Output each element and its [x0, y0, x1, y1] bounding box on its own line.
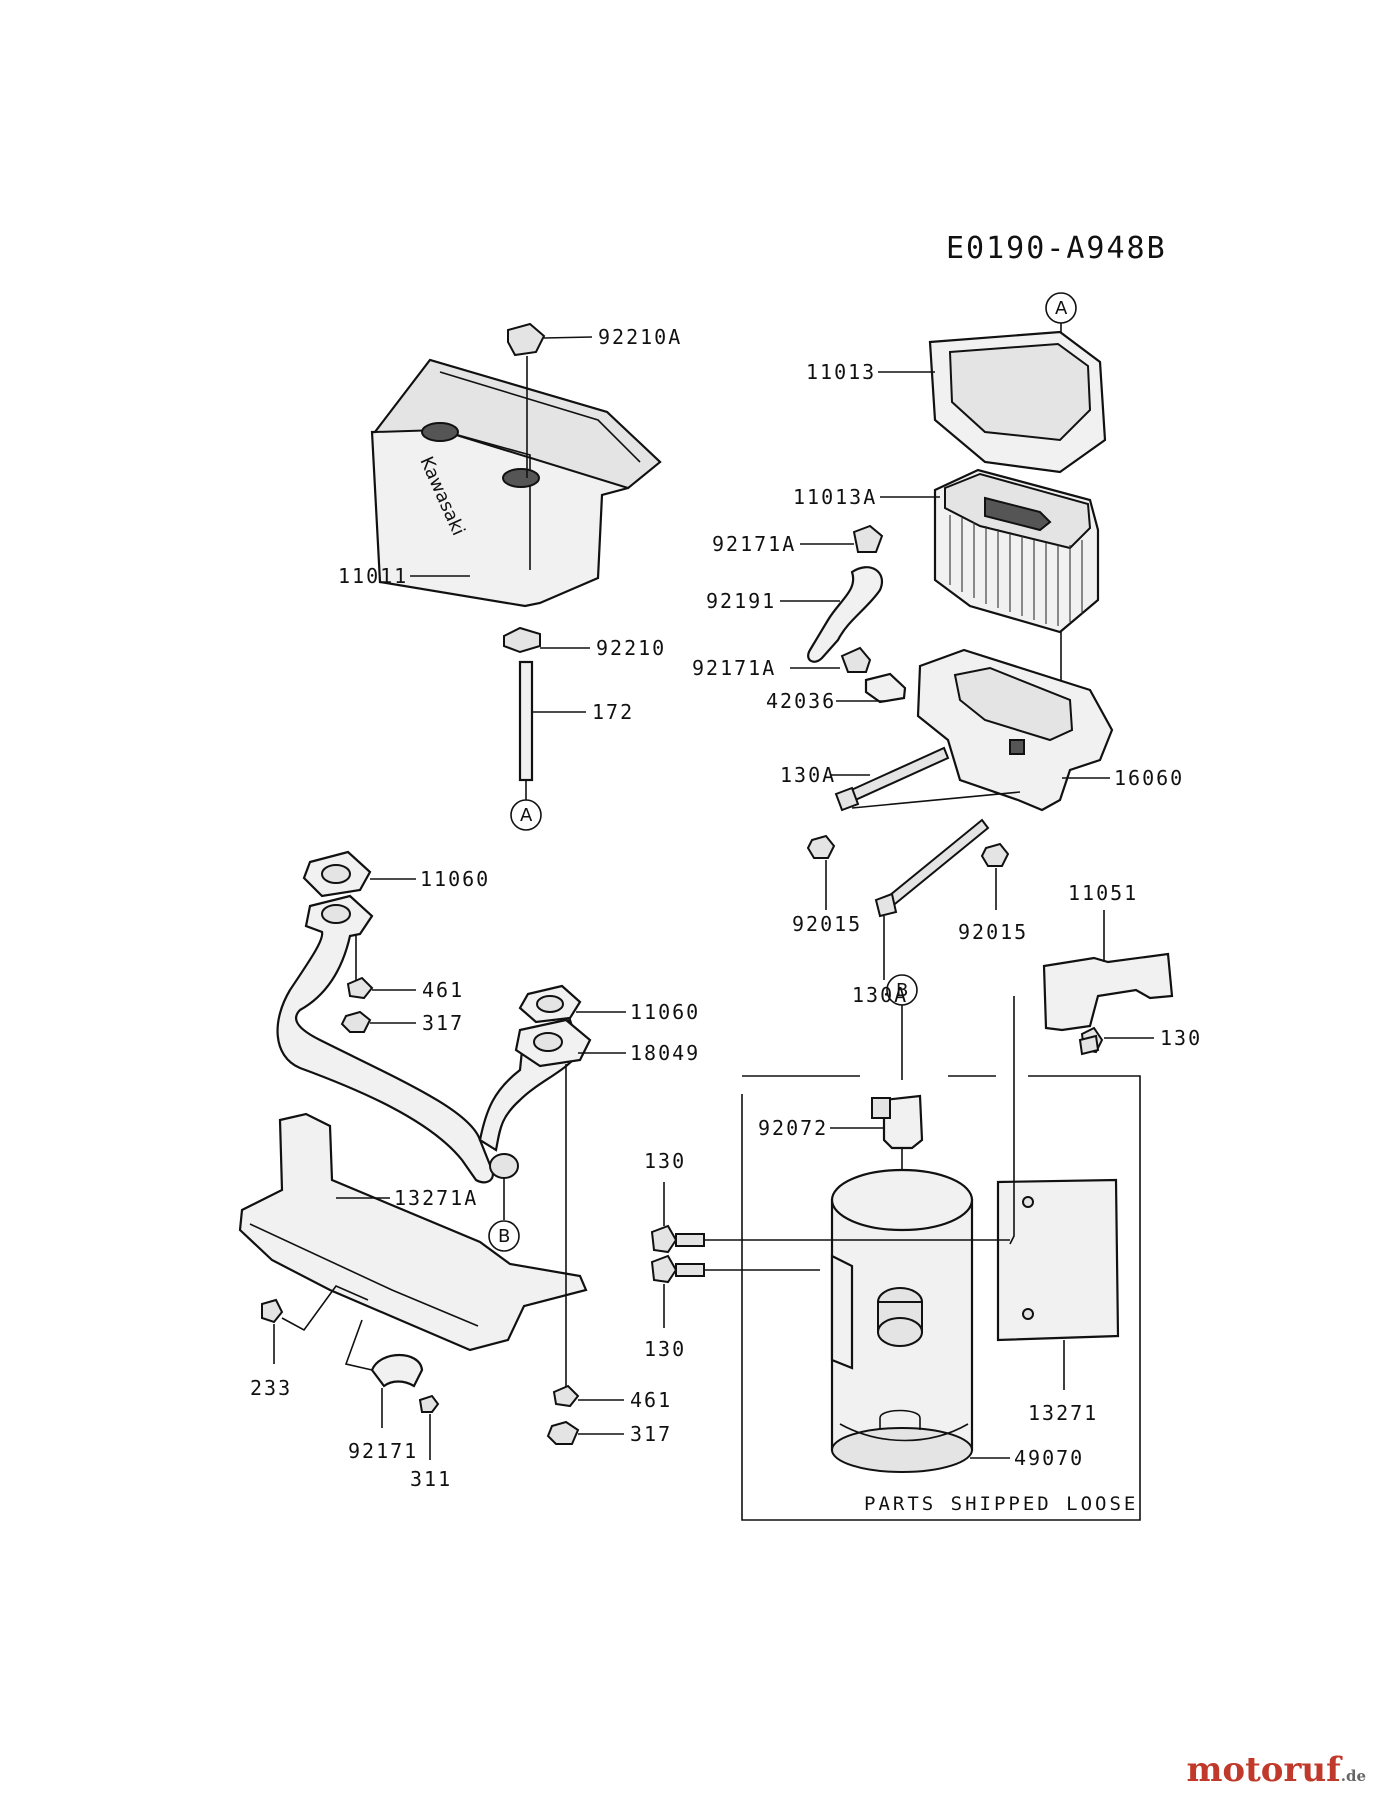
label-130-muffler-lower: 130 — [644, 1337, 686, 1361]
heat-shield-13271a — [238, 1112, 588, 1352]
bolt-130a-lower — [874, 818, 990, 918]
stud-172 — [518, 660, 534, 782]
label-130-bracket: 130 — [1160, 1026, 1202, 1050]
label-233: 233 — [250, 1376, 292, 1400]
label-11013a: 11013A — [793, 485, 877, 509]
label-13271: 13271 — [1028, 1401, 1098, 1425]
watermark-tld: .de — [1340, 1767, 1366, 1785]
breather-hose-92191 — [807, 566, 883, 663]
label-130a-upper: 130A — [780, 763, 836, 787]
callout-a-bottom-text: A — [520, 805, 533, 826]
lock-washer-461-lower — [552, 1384, 580, 1408]
exhaust-pipe-18049 — [276, 894, 592, 1184]
label-18049: 18049 — [630, 1041, 700, 1065]
label-461-upper: 461 — [422, 978, 464, 1002]
fitting-42036 — [864, 672, 907, 704]
bolt-130a-upper — [834, 746, 950, 812]
label-92015-right: 92015 — [958, 920, 1028, 944]
air-filter-base-16060 — [916, 648, 1114, 812]
screw-233 — [261, 1298, 284, 1324]
nut-317-upper — [340, 1010, 372, 1033]
label-13271a: 13271A — [394, 1186, 478, 1210]
label-92072: 92072 — [758, 1116, 828, 1140]
label-11060-upper: 11060 — [420, 867, 490, 891]
clamp-92171a-upper — [852, 524, 884, 553]
label-172: 172 — [592, 700, 634, 724]
clamp-92072 — [882, 1094, 924, 1150]
label-11011: 11011 — [338, 564, 408, 588]
lock-washer-461-upper — [346, 976, 374, 1000]
clamp-92171 — [370, 1353, 424, 1388]
label-317-lower: 317 — [630, 1422, 672, 1446]
label-11013: 11013 — [806, 360, 876, 384]
label-92171a-upper: 92171A — [712, 532, 796, 556]
label-130a-lower: 130A — [852, 983, 908, 1007]
label-92015-left: 92015 — [792, 912, 862, 936]
muffler-49070 — [830, 1168, 974, 1473]
nut-92015-left — [806, 834, 836, 859]
label-461-lower: 461 — [630, 1388, 672, 1412]
callout-a-bottom — [510, 799, 542, 831]
label-11060-lower: 11060 — [630, 1000, 700, 1024]
callout-b-left-text: B — [498, 1226, 510, 1247]
clamp-92171a-lower — [840, 646, 872, 673]
pre-cleaner-11013 — [928, 330, 1107, 474]
label-42036: 42036 — [766, 689, 836, 713]
engine-cover: Kawasaki — [370, 358, 662, 608]
bracket-11051 — [1042, 952, 1174, 1032]
label-92210: 92210 — [596, 636, 666, 660]
label-16060: 16060 — [1114, 766, 1184, 790]
watermark-name: motoruf — [1186, 1750, 1341, 1790]
callout-b-top-text: B — [896, 980, 908, 1001]
callout-b-left — [488, 1220, 520, 1252]
bolt-130-muffler-lower — [650, 1254, 705, 1284]
label-92171: 92171 — [348, 1439, 418, 1463]
diagram-code: E0190-A948B — [946, 231, 1167, 266]
parts-shipped-loose-box — [741, 1075, 1141, 1521]
nut-311 — [418, 1394, 440, 1413]
bolt-130-muffler-upper — [650, 1224, 705, 1254]
label-11051: 11051 — [1068, 881, 1138, 905]
label-92210a: 92210A — [598, 325, 682, 349]
motoruf-watermark: motoruf.de — [1186, 1750, 1366, 1790]
label-49070: 49070 — [1014, 1446, 1084, 1470]
nut-92015-right — [980, 842, 1010, 867]
label-92171a-lower: 92171A — [692, 656, 776, 680]
callout-a-top-text: A — [1055, 298, 1068, 319]
air-filter-element-11013a — [933, 468, 1100, 634]
nut-317-lower — [546, 1420, 580, 1445]
nut-92210 — [503, 626, 541, 654]
parts-shipped-loose-label: PARTS SHIPPED LOOSE — [864, 1493, 1138, 1515]
label-317-upper: 317 — [422, 1011, 464, 1035]
heat-shield-13271 — [996, 1178, 1120, 1342]
label-130-muffler-upper: 130 — [644, 1149, 686, 1173]
label-311: 311 — [410, 1467, 452, 1491]
label-92191: 92191 — [706, 589, 776, 613]
cap-92210a — [507, 322, 546, 357]
